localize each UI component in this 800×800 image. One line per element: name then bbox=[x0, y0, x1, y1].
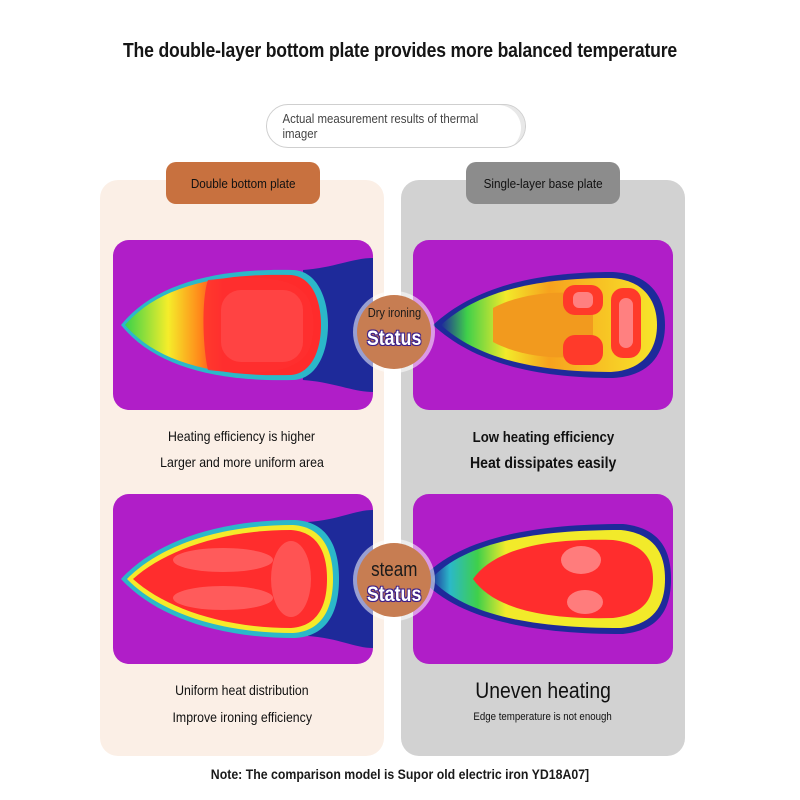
thermal-image-double-dry bbox=[113, 240, 373, 410]
double-dry-caption-2: Larger and more uniform area bbox=[160, 454, 324, 470]
thermal-image-double-steam bbox=[113, 494, 373, 664]
thermal-image-single-steam bbox=[413, 494, 673, 664]
status-badge-dry-word: Status bbox=[366, 327, 422, 350]
single-dry-caption-2: Heat dissipates easily bbox=[469, 455, 617, 472]
status-badge-dry: Dry ironing Status bbox=[357, 295, 431, 369]
double-steam-caption-1: Uniform heat distribution bbox=[175, 682, 309, 698]
status-badge-steam-word: Status bbox=[366, 583, 422, 606]
double-plate-tag-label: Double bottom plate bbox=[190, 175, 296, 191]
single-steam-caption-2: Edge temperature is not enough bbox=[473, 711, 613, 723]
thermal-image-single-dry bbox=[413, 240, 673, 410]
single-plate-tag-label: Single-layer base plate bbox=[483, 175, 603, 191]
footnote: Note: The comparison model is Supor old … bbox=[210, 766, 590, 782]
page-title: The double-layer bottom plate provides m… bbox=[122, 40, 678, 62]
status-badge-steam-label: steam bbox=[370, 559, 418, 581]
single-dry-caption-1: Low heating efficiency bbox=[472, 429, 614, 446]
double-steam-caption-2: Improve ironing efficiency bbox=[172, 709, 312, 725]
double-dry-caption-1: Heating efficiency is higher bbox=[168, 428, 316, 444]
subtitle-pill: Actual measurement results of thermal im… bbox=[266, 104, 526, 148]
single-steam-caption-1: Uneven heating bbox=[475, 678, 611, 703]
double-plate-tag: Double bottom plate bbox=[166, 162, 320, 204]
single-plate-tag: Single-layer base plate bbox=[466, 162, 620, 204]
status-badge-steam: steam Status bbox=[357, 543, 431, 617]
status-badge-dry-label: Dry ironing bbox=[367, 305, 421, 320]
subtitle-pill-label: Actual measurement results of thermal im… bbox=[282, 111, 479, 141]
